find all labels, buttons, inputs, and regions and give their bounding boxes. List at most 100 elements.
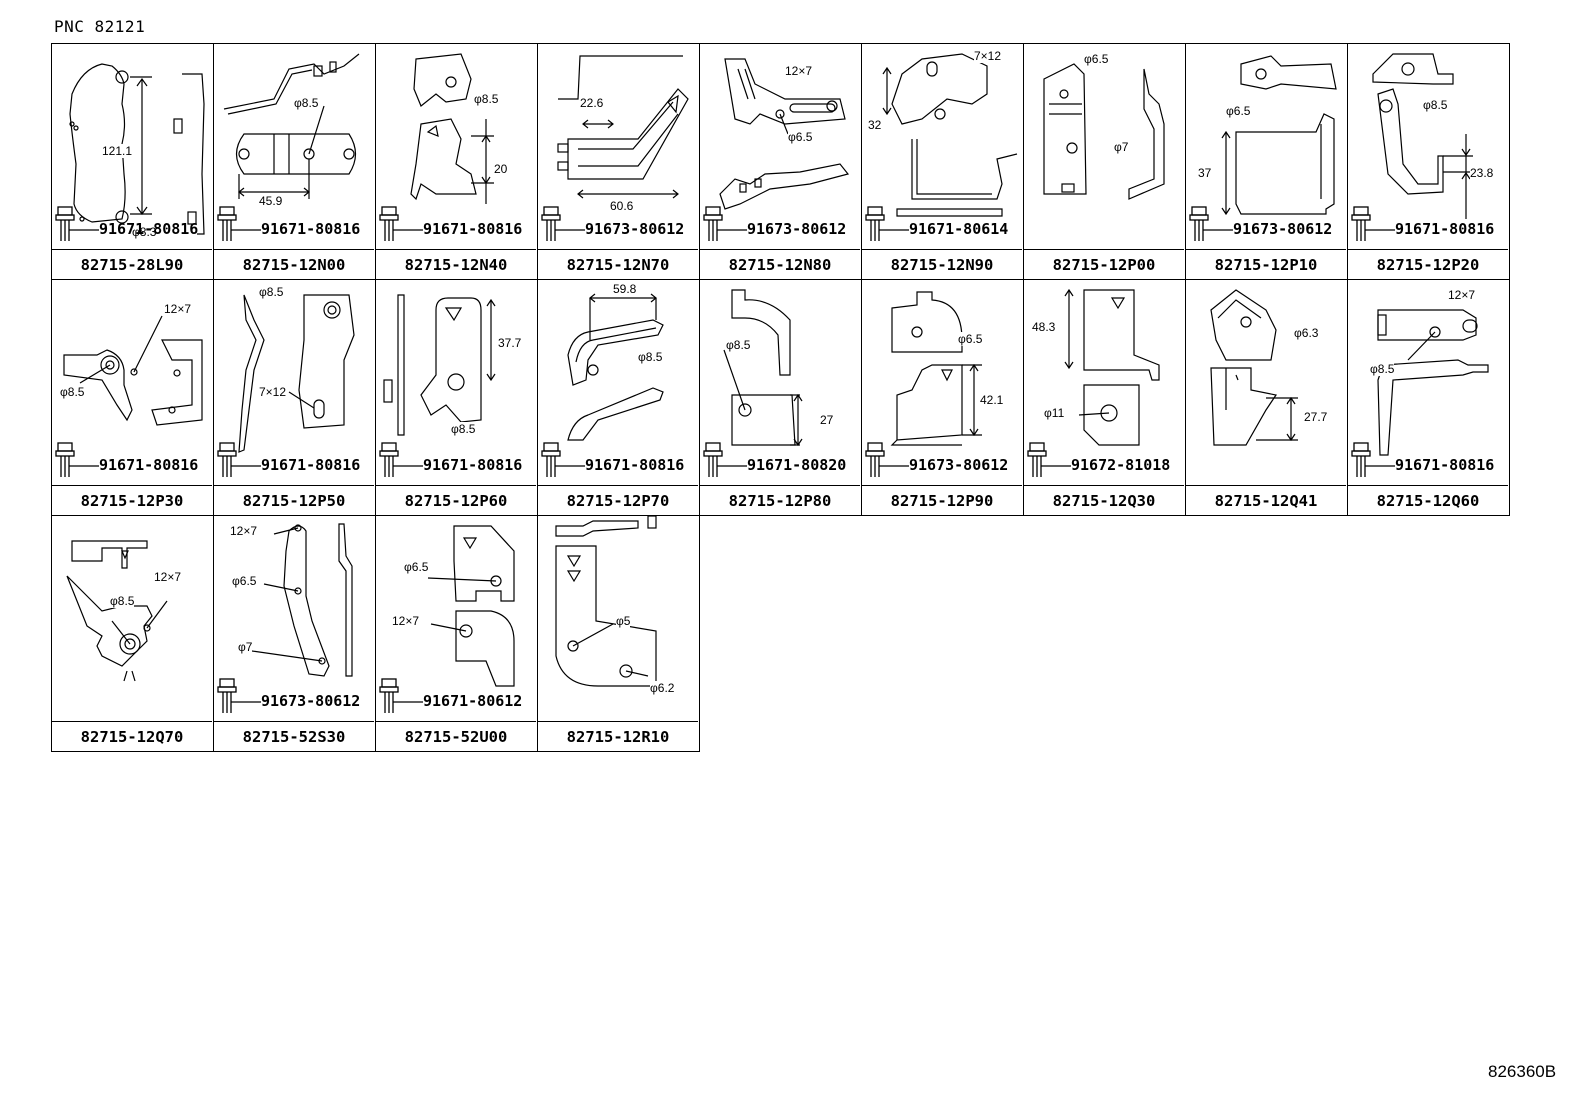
bolt-icon bbox=[379, 442, 423, 477]
part-cell: φ6.5 37 91673-80612 82715-12P10 bbox=[1186, 44, 1348, 280]
bolt-icon bbox=[1027, 442, 1071, 477]
part-drawing: φ8.5 23.8 bbox=[1348, 44, 1508, 250]
bolt-icon bbox=[1351, 206, 1395, 241]
bolt-callout: 91671-80614 bbox=[865, 205, 1023, 245]
part-number[interactable]: 82715-12P80 bbox=[728, 492, 832, 510]
part-number[interactable]: 82715-12P50 bbox=[242, 492, 346, 510]
bolt-callout: 91671-80816 bbox=[379, 205, 537, 245]
part-drawing: 12×7 φ8.5 bbox=[52, 516, 212, 722]
dimension-label: 59.8 bbox=[613, 282, 637, 296]
bolt-part-number: 91671-80816 bbox=[1395, 220, 1495, 238]
dimension-label: 7×12 bbox=[259, 385, 287, 399]
part-drawing: φ8.5 20 bbox=[376, 44, 536, 250]
bolt-callout: 91671-80816 bbox=[217, 441, 375, 481]
dimension-label: φ6.5 bbox=[958, 332, 983, 346]
part-drawing: 121.1 φ8.3 bbox=[52, 44, 212, 250]
dimension-label: 22.6 bbox=[580, 96, 604, 110]
bolt-part-number: 91671-80816 bbox=[423, 220, 523, 238]
bolt-part-number: 91671-80816 bbox=[99, 456, 199, 474]
part-number[interactable]: 82715-12N70 bbox=[566, 256, 670, 274]
dimension-label: 23.8 bbox=[1470, 166, 1494, 180]
dimension-label: 12×7 bbox=[164, 302, 192, 316]
dimension-label: φ8.5 bbox=[638, 350, 663, 364]
part-number[interactable]: 82715-12P30 bbox=[80, 492, 184, 510]
dimension-label: φ6.5 bbox=[232, 574, 257, 588]
part-number[interactable]: 82715-12P10 bbox=[1214, 256, 1318, 274]
bolt-icon bbox=[217, 206, 261, 241]
part-drawing: φ8.5 7×12 bbox=[214, 280, 374, 486]
bolt-part-number: 91673-80612 bbox=[261, 692, 361, 710]
part-cell: 37.7 φ8.5 91671-80816 82715-12P60 bbox=[376, 280, 538, 516]
part-cell: φ8.5 45.9 91671-80816 82715-12N00 bbox=[214, 44, 376, 280]
parts-grid: 121.1 φ8.3 91671-80816 82715-28L90 bbox=[51, 43, 1510, 752]
dimension-label: φ8.5 bbox=[1370, 362, 1395, 376]
part-drawing: 37.7 φ8.5 bbox=[376, 280, 536, 486]
part-number[interactable]: 82715-12Q30 bbox=[1052, 492, 1156, 510]
bolt-callout: 91673-80612 bbox=[217, 677, 375, 717]
bolt-part-number: 91671-80816 bbox=[423, 456, 523, 474]
bolt-part-number: 91671-80816 bbox=[261, 456, 361, 474]
part-number[interactable]: 82715-12Q41 bbox=[1214, 492, 1318, 510]
part-number[interactable]: 82715-12N40 bbox=[404, 256, 508, 274]
dimension-label: φ8.3 bbox=[132, 225, 157, 239]
catalog-number: 826360B bbox=[1488, 1062, 1557, 1081]
bolt-icon bbox=[1351, 442, 1395, 477]
bolt-callout: 91671-80816 bbox=[379, 441, 537, 481]
dimension-label: φ6.5 bbox=[1084, 52, 1109, 66]
part-number[interactable]: 82715-52S30 bbox=[242, 728, 346, 746]
part-cell: 22.6 60.6 91673-80612 82715-12N70 bbox=[538, 44, 700, 280]
part-number[interactable]: 82715-12P90 bbox=[890, 492, 994, 510]
bolt-icon bbox=[541, 442, 585, 477]
bolt-callout: 91671-80816 bbox=[55, 205, 213, 245]
part-drawing: φ6.5 42.1 bbox=[862, 280, 1022, 486]
part-number[interactable]: 82715-12P60 bbox=[404, 492, 508, 510]
bolt-callout: 91671-80816 bbox=[1351, 441, 1509, 481]
part-cell: 12×7 φ6.5 91673-80612 82715-12N80 bbox=[700, 44, 862, 280]
dimension-label: φ8.5 bbox=[259, 285, 284, 299]
part-cell: φ6.3 27.7 82715-12Q41 bbox=[1186, 280, 1348, 516]
dimension-label: φ6.2 bbox=[650, 681, 675, 695]
part-number[interactable]: 82715-12R10 bbox=[566, 728, 670, 746]
bolt-callout: 91673-80612 bbox=[865, 441, 1023, 481]
dimension-label: φ5 bbox=[616, 614, 631, 628]
part-number[interactable]: 82715-12N00 bbox=[242, 256, 346, 274]
bolt-icon bbox=[55, 206, 99, 241]
dimension-label: 7×12 bbox=[974, 49, 1002, 63]
part-drawing: 59.8 φ8.5 bbox=[538, 280, 698, 486]
bolt-icon bbox=[1189, 206, 1233, 241]
part-cell: φ8.5 7×12 91671-80816 82715-12P50 bbox=[214, 280, 376, 516]
dimension-label: φ6.5 bbox=[404, 560, 429, 574]
part-number[interactable]: 82715-12Q70 bbox=[80, 728, 184, 746]
bolt-callout: 91671-80816 bbox=[217, 205, 375, 245]
dimension-label: 121.1 bbox=[102, 144, 133, 158]
dimension-label: 12×7 bbox=[154, 570, 182, 584]
part-drawing: 7×12 32 bbox=[862, 44, 1022, 250]
dimension-label: φ6.3 bbox=[1294, 326, 1319, 340]
bolt-callout: 91671-80612 bbox=[379, 677, 537, 717]
part-number[interactable]: 82715-12P20 bbox=[1376, 256, 1480, 274]
part-cell: 121.1 φ8.3 91671-80816 82715-28L90 bbox=[52, 44, 214, 280]
bolt-callout: 91671-80816 bbox=[541, 441, 699, 481]
part-drawing: φ8.5 27 bbox=[700, 280, 860, 486]
part-number[interactable]: 82715-12N80 bbox=[728, 256, 832, 274]
bolt-part-number: 91671-80816 bbox=[1395, 456, 1495, 474]
bolt-icon bbox=[865, 442, 909, 477]
part-drawing: 12×7 φ6.5 bbox=[700, 44, 860, 250]
part-number[interactable]: 82715-12P70 bbox=[566, 492, 670, 510]
dimension-label: 20 bbox=[494, 162, 508, 176]
part-number[interactable]: 82715-28L90 bbox=[80, 256, 184, 274]
dimension-label: 48.3 bbox=[1032, 320, 1056, 334]
part-drawing: 22.6 60.6 bbox=[538, 44, 698, 250]
part-number[interactable]: 82715-12Q60 bbox=[1376, 492, 1480, 510]
part-drawing: 12×7 φ8.5 bbox=[52, 280, 212, 486]
dimension-label: 42.1 bbox=[980, 393, 1004, 407]
bolt-part-number: 91673-80612 bbox=[1233, 220, 1333, 238]
part-number[interactable]: 82715-12N90 bbox=[890, 256, 994, 274]
dimension-label: 32 bbox=[868, 118, 882, 132]
bolt-icon bbox=[703, 206, 747, 241]
part-cell: φ8.5 20 91671-80816 82715-12N40 bbox=[376, 44, 538, 280]
bolt-icon bbox=[703, 442, 747, 477]
part-number[interactable]: 82715-12P00 bbox=[1052, 256, 1156, 274]
part-number[interactable]: 82715-52U00 bbox=[404, 728, 508, 746]
part-cell: φ6.5 12×7 91671-80612 82715-52U00 bbox=[376, 516, 538, 752]
